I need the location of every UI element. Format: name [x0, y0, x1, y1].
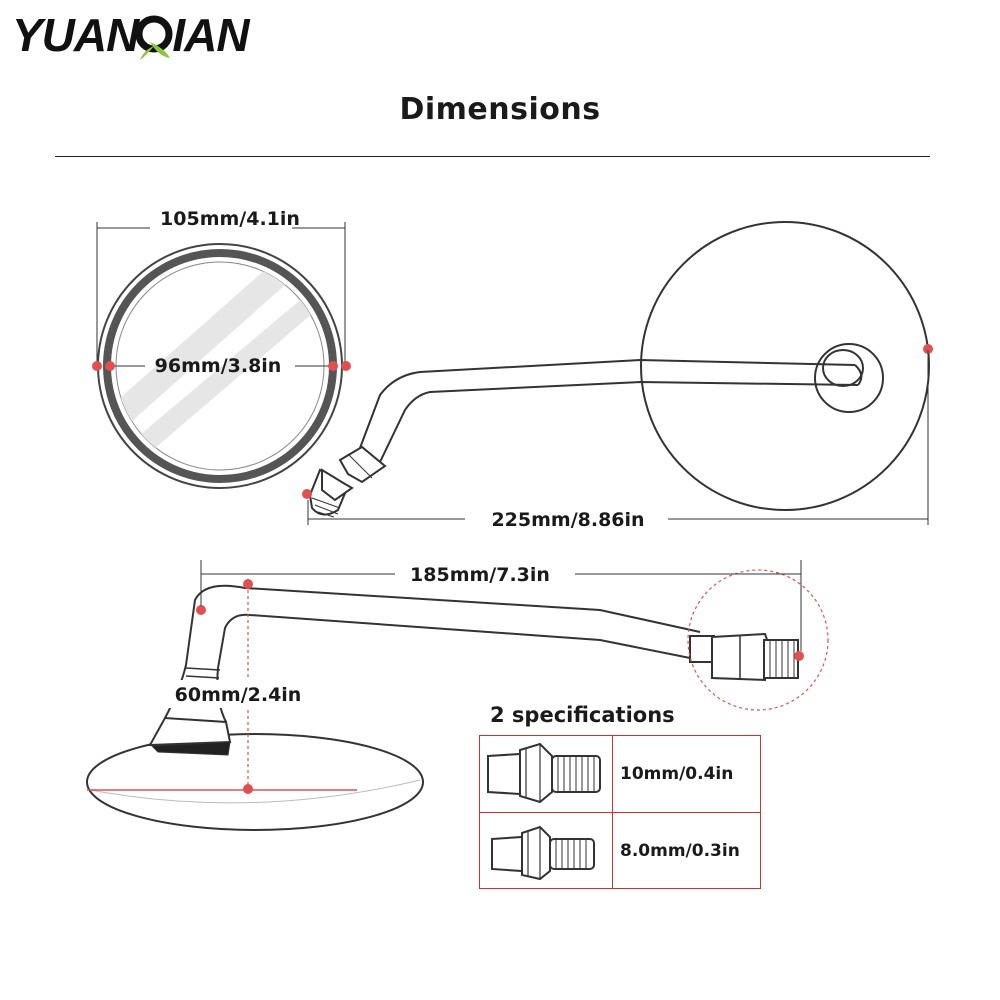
marker-dot: [923, 344, 933, 354]
dim-outer-diameter: 105mm/4.1in: [160, 208, 300, 230]
mirror-front-view: 105mm/4.1in 96mm/3.8in: [92, 208, 351, 489]
logo-text-left: YUAN: [12, 9, 139, 61]
brand-logo: YUAN IAN: [12, 4, 250, 66]
detail-circle: [687, 569, 829, 711]
spec-row: 10mm/0.4in: [480, 736, 760, 813]
marker-dot: [92, 361, 102, 371]
marker-dot: [243, 579, 253, 589]
marker-dot: [243, 784, 253, 794]
marker-dot: [794, 651, 804, 661]
specifications-heading: 2 specifications: [490, 703, 675, 727]
bolt-8mm-icon: [480, 813, 613, 889]
dim-inner-diameter: 96mm/3.8in: [155, 355, 282, 377]
mirror-side-view: 185mm/7.3in 60mm/2.4in: [86, 560, 829, 831]
title-divider: [55, 156, 930, 157]
marker-dot: [302, 489, 312, 499]
dim-total-length: 225mm/8.86in: [491, 509, 644, 531]
specifications-table: 10mm/0.4in 8.0mm/0.3in: [479, 735, 761, 889]
glass-reflection: [116, 262, 324, 470]
page-title: Dimensions: [399, 92, 601, 127]
dim-arm-length: 185mm/7.3in: [410, 564, 550, 586]
spec-value-8mm: 8.0mm/0.3in: [620, 841, 740, 861]
logo-text-right: IAN: [172, 9, 249, 61]
dim-height: 60mm/2.4in: [175, 684, 302, 706]
spec-value-10mm: 10mm/0.4in: [620, 764, 734, 784]
mirror-rear-view: 225mm/8.86in: [302, 221, 933, 531]
marker-dot: [105, 361, 115, 371]
logo-leaf-icon: [135, 12, 174, 60]
bolt-10mm-icon: [480, 736, 613, 812]
marker-dot: [196, 605, 206, 615]
spec-row: 8.0mm/0.3in: [480, 813, 760, 889]
marker-dot: [328, 361, 338, 371]
marker-dot: [341, 361, 351, 371]
